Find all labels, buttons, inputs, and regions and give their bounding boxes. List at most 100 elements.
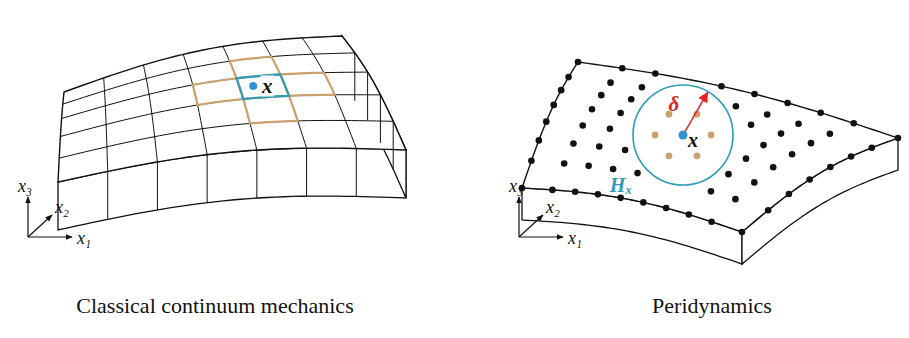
material-point [634, 170, 641, 177]
material-point [725, 171, 732, 178]
horizon-radius-arrow [683, 93, 708, 135]
axis-label: x₃ [18, 177, 32, 195]
material-point [607, 79, 614, 86]
axis-arrow [28, 236, 72, 237]
material-point [778, 130, 785, 137]
material-point [751, 91, 758, 98]
side-line [256, 150, 257, 198]
material-point [549, 187, 556, 194]
material-point [622, 147, 629, 154]
point-label: x [688, 130, 698, 150]
side-line [306, 148, 307, 196]
material-point [786, 191, 793, 198]
axis-label: x₂ [546, 198, 560, 216]
material-point [808, 140, 815, 147]
material-point [848, 153, 855, 160]
axis-arrow [27, 197, 28, 237]
caption-text: Classical continuum mechanics [76, 295, 353, 317]
material-point [619, 65, 626, 72]
material-point [806, 176, 813, 183]
material-point [760, 142, 767, 149]
material-point [743, 155, 750, 162]
material-point [686, 211, 693, 218]
material-point [663, 205, 670, 212]
left-axes [28, 197, 72, 237]
grid-line [59, 120, 393, 158]
material-point [528, 158, 535, 165]
right-axes [519, 197, 563, 237]
material-point [679, 131, 688, 140]
material-point [558, 87, 565, 94]
side-line [393, 121, 394, 169]
material-point [579, 122, 586, 129]
material-point [543, 118, 550, 125]
grid-line [62, 72, 368, 118]
axis-arrow [28, 215, 52, 237]
material-point [789, 151, 796, 158]
material-point [607, 125, 614, 132]
material-point [628, 96, 635, 103]
side-line [354, 53, 355, 101]
material-point [827, 164, 834, 171]
material-point [795, 120, 802, 127]
material-point [764, 111, 771, 118]
side-line [380, 95, 381, 143]
material-point [585, 163, 592, 170]
material-point [718, 83, 725, 90]
material-point [575, 59, 582, 66]
neighbor-cell [193, 78, 244, 105]
material-point [708, 188, 715, 195]
horizon-label: Hₓ [610, 175, 632, 195]
material-point [739, 229, 746, 236]
material-point [895, 135, 902, 142]
axis-label: x₂ [55, 198, 69, 216]
material-point [610, 166, 617, 173]
continuum-plate [58, 36, 406, 230]
axis-label: x₁ [77, 229, 91, 247]
family-point [666, 152, 673, 159]
material-point [596, 143, 603, 150]
axis-arrow [519, 215, 543, 237]
horizon-size-label: δ [669, 94, 680, 115]
axis-arrow [518, 197, 519, 237]
material-point [617, 110, 624, 117]
plate-top-surface [58, 36, 406, 182]
grid-line [63, 53, 355, 104]
material-point [817, 109, 824, 116]
material-point [565, 74, 572, 81]
family-point [652, 132, 659, 139]
family-point [694, 152, 701, 159]
material-point [765, 207, 772, 214]
side-line [107, 171, 108, 219]
material-point [589, 106, 596, 113]
material-point [550, 102, 557, 109]
material-point [249, 82, 257, 90]
point-label: x [261, 76, 274, 97]
axis-label: x₁ [568, 229, 582, 247]
horizon-circle [633, 85, 733, 185]
material-point [617, 195, 624, 202]
material-point [598, 92, 605, 99]
material-point [770, 164, 777, 171]
material-point [572, 188, 579, 195]
side-line [367, 72, 368, 120]
material-point [827, 130, 834, 137]
material-point [708, 218, 715, 225]
material-point [536, 137, 543, 144]
material-point [784, 100, 791, 107]
material-point [652, 70, 659, 77]
material-point [640, 199, 647, 206]
material-point [561, 160, 568, 167]
axis-arrow [519, 236, 563, 237]
material-point [639, 84, 646, 91]
axis-label: x₃ [509, 177, 523, 195]
material-point [595, 191, 602, 198]
material-point [869, 144, 876, 151]
peridynamic-plate [519, 59, 902, 264]
neighbor-cell [243, 96, 298, 124]
material-point-cell [236, 74, 289, 99]
caption-text: Peridynamics [652, 295, 772, 317]
material-point [732, 196, 739, 203]
